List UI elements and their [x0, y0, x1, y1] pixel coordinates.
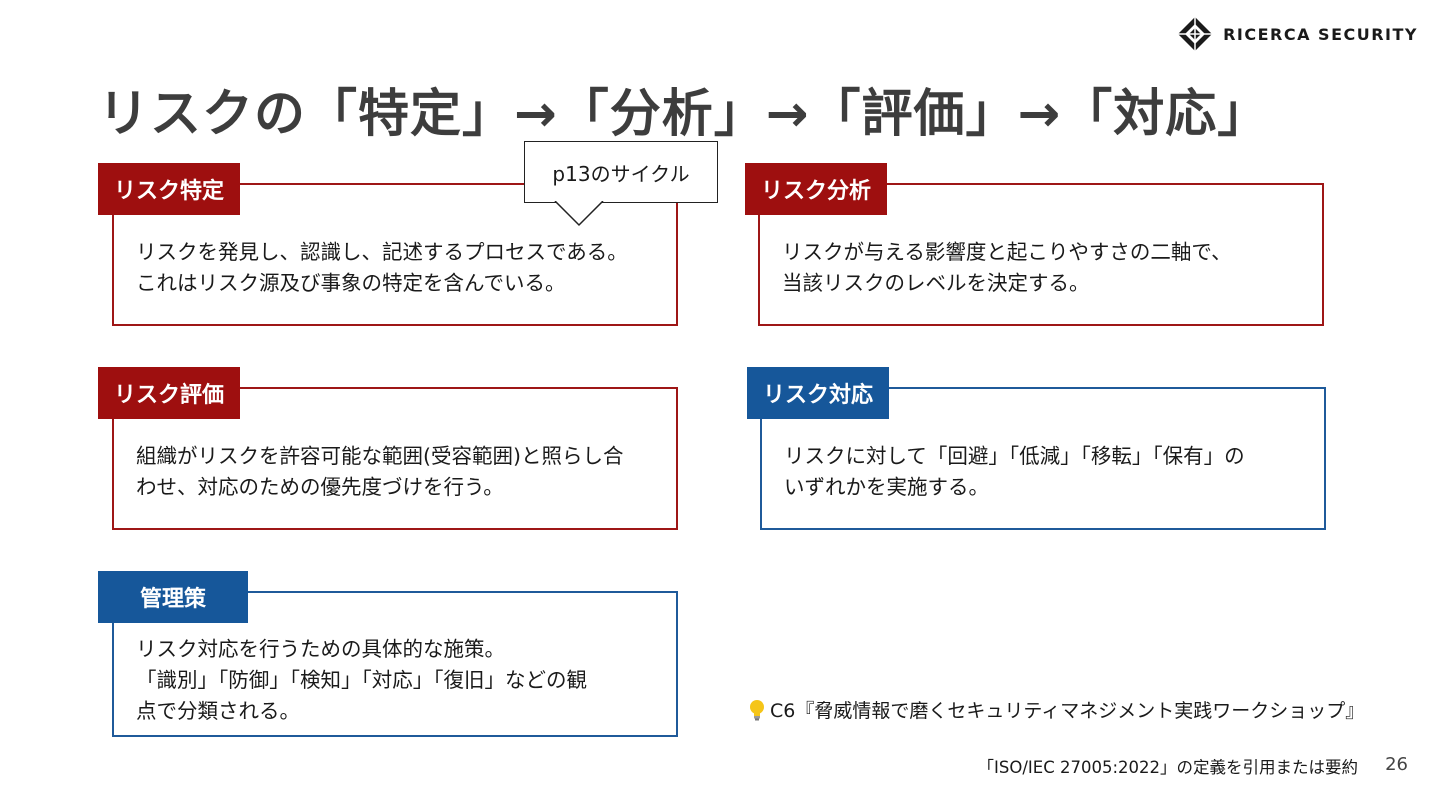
risk-analysis-tag: リスク分析: [745, 163, 888, 215]
source-note-text: C6『脅威情報で磨くセキュリティマネジメント実践ワークショップ』: [770, 700, 1365, 722]
card-body: リスクが与える影響度と起こりやすさの二軸で、 当該リスクのレベルを決定する。: [782, 237, 1310, 299]
card-line: 点で分類される。: [136, 699, 300, 723]
page-number: 26: [1385, 754, 1408, 775]
company-logo: RICERCA SECURITY: [1177, 16, 1418, 52]
card-body: 組織がリスクを許容可能な範囲(受容範囲)と照らし合 わせ、対応のための優先度づけ…: [136, 441, 664, 503]
risk-identification-card: リスクを発見し、認識し、記述するプロセスである。 これはリスク源及び事象の特定を…: [112, 183, 678, 326]
card-body: リスクに対して「回避」「低減」「移転」「保有」の いずれかを実施する。: [784, 441, 1312, 503]
source-note: C6『脅威情報で磨くセキュリティマネジメント実践ワークショップ』: [748, 696, 1364, 723]
controls-tag: 管理策: [98, 571, 248, 623]
card-line: 組織がリスクを許容可能な範囲(受容範囲)と照らし合: [136, 444, 624, 468]
card-line: 「識別」「防御」「検知」「対応」「復旧」などの観: [136, 668, 587, 692]
card-line: リスクを発見し、認識し、記述するプロセスである。: [136, 240, 628, 264]
logo-diamond-icon: [1178, 17, 1213, 51]
risk-evaluation-tag: リスク評価: [98, 367, 241, 419]
card-body: リスク対応を行うための具体的な施策。 「識別」「防御」「検知」「対応」「復旧」な…: [136, 634, 664, 727]
card-body: リスクを発見し、認識し、記述するプロセスである。 これはリスク源及び事象の特定を…: [136, 237, 664, 299]
lightbulb-icon: [750, 699, 764, 720]
page-title: リスクの「特定」→「分析」→「評価」→「対応」: [98, 85, 1270, 144]
card-line: これはリスク源及び事象の特定を含んでいる。: [136, 271, 566, 295]
logo-text: RICERCA SECURITY: [1223, 24, 1418, 44]
citation-footnote: 「ISO/IEC 27005:2022」の定義を引用または要約: [977, 758, 1358, 777]
card-line: リスク対応を行うための具体的な施策。: [136, 637, 505, 661]
card-line: リスクが与える影響度と起こりやすさの二軸で、: [782, 240, 1232, 264]
card-line: 当該リスクのレベルを決定する。: [782, 271, 1090, 295]
risk-identification-tag: リスク特定: [98, 163, 241, 215]
risk-evaluation-card: 組織がリスクを許容可能な範囲(受容範囲)と照らし合 わせ、対応のための優先度づけ…: [112, 387, 678, 530]
callout-pointer: [554, 201, 604, 227]
card-line: わせ、対応のための優先度づけを行う。: [136, 475, 504, 499]
card-line: リスクに対して「回避」「低減」「移転」「保有」の: [784, 444, 1245, 468]
cycle-callout: p13のサイクル: [524, 141, 718, 203]
risk-treatment-tag: リスク対応: [747, 367, 890, 419]
card-line: いずれかを実施する。: [784, 475, 989, 499]
